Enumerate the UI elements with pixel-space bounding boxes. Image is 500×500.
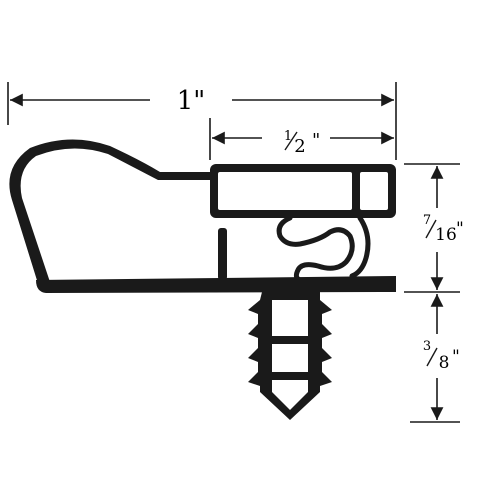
- svg-text:1: 1: [284, 129, 292, 144]
- overall-width-label: 1": [177, 86, 206, 116]
- svg-text:8: 8: [439, 353, 450, 373]
- inner-fin: [218, 228, 227, 280]
- left-bulb: [9, 139, 210, 290]
- bellows: [276, 215, 355, 283]
- magnet-pocket: [210, 164, 396, 218]
- svg-text:": ": [312, 130, 320, 151]
- svg-text:7: 7: [423, 213, 431, 228]
- base-flange: [36, 276, 396, 293]
- svg-text:2: 2: [294, 136, 305, 157]
- svg-text:": ": [456, 219, 464, 239]
- svg-text:": ": [452, 347, 460, 367]
- gasket-profile: [9, 139, 396, 420]
- dart-retainer: [248, 292, 332, 420]
- svg-text:16: 16: [435, 225, 457, 245]
- dart-height-label: 3 8 ": [423, 339, 460, 373]
- dimension-lines: [7, 82, 460, 423]
- profile-height-label: 7 16 ": [423, 213, 464, 245]
- bellows-right: [349, 215, 371, 279]
- svg-text:3: 3: [423, 339, 431, 354]
- bulb-width-label: 1 2 ": [284, 129, 320, 157]
- dimension-labels: 1" 1 2 " 7 16 " 3 8 ": [177, 86, 464, 373]
